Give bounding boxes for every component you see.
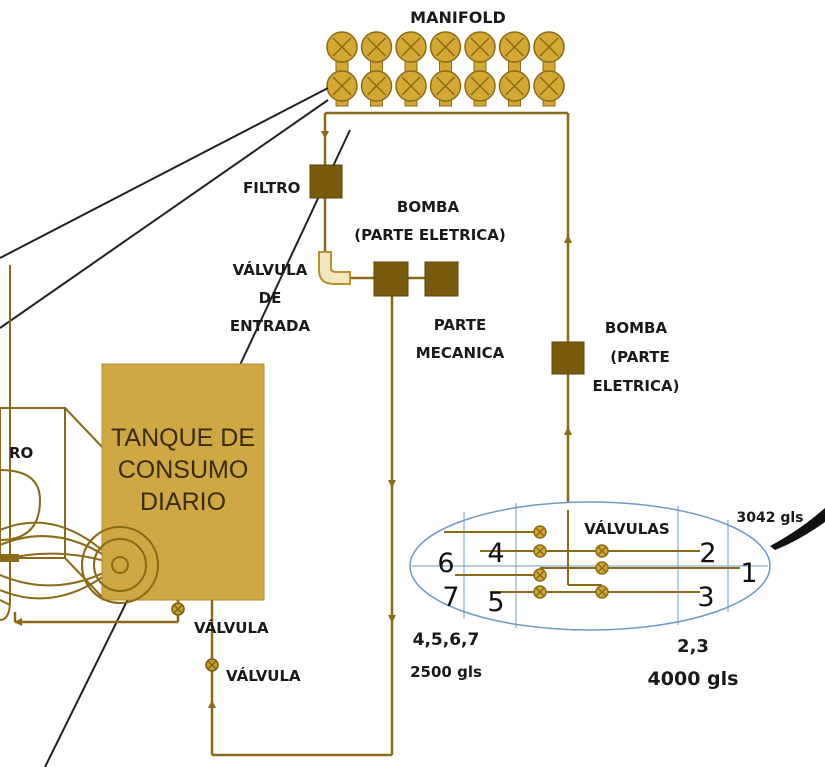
- left-unit-edge: [64, 407, 106, 451]
- tank-number-4: 4: [487, 538, 504, 569]
- group-right-ids: 2,3: [677, 636, 709, 657]
- manifold-valve-icon: [533, 544, 547, 558]
- group-left-capacity: 2500 gls: [410, 663, 482, 681]
- pump-mechanical-box: [424, 261, 459, 297]
- valve-label-1: VÁLVULA: [194, 618, 269, 637]
- flow-arrow-up: [564, 235, 572, 243]
- manifold-valve-icon: [464, 31, 496, 63]
- manifold-valve-row-top: [326, 31, 565, 79]
- tank-group-grid: [412, 503, 768, 628]
- tank-number-2: 2: [699, 538, 716, 569]
- left-partial-label: RO: [9, 444, 33, 462]
- leader-brush-stroke: [770, 508, 825, 550]
- tank-group-pipes: [444, 510, 740, 593]
- leader-line: [0, 99, 329, 329]
- manifold-valve-icon: [429, 31, 462, 63]
- manifold-valve-icon: [360, 31, 393, 63]
- manifold-valve-row-bottom: [326, 70, 565, 107]
- flow-arrow-up: [208, 700, 216, 708]
- manifold-valve-icon: [595, 561, 609, 575]
- cutout-border: [0, 265, 11, 621]
- tank-number-7: 7: [442, 582, 459, 613]
- pipes: [13, 113, 570, 757]
- inlet-valve-label-2: DE: [259, 289, 282, 307]
- pump-top-label-1: BOMBA: [397, 198, 460, 216]
- left-coil: [0, 469, 42, 541]
- tank-number-3: 3: [697, 582, 714, 613]
- tank-label-line-3: DIARIO: [140, 488, 226, 516]
- manifold-valve-icon: [326, 70, 358, 102]
- manifold-valve-icon: [498, 70, 531, 102]
- manifold-valve-icon: [533, 585, 547, 599]
- tank-label-line-2: CONSUMO: [118, 456, 249, 484]
- tank-valves: [171, 600, 219, 672]
- inlet-valve-label-1: VÁLVULA: [233, 260, 308, 279]
- tank-label-line-1: TANQUE DE: [111, 424, 255, 452]
- mechanical-label-1: PARTE: [434, 316, 487, 334]
- pump-top-label-2: (PARTE ELETRICA): [354, 226, 506, 244]
- filter-box: [309, 164, 343, 199]
- capacity-3042-label: 3042 gls: [737, 510, 804, 526]
- manifold-valve-icon: [595, 544, 609, 558]
- inlet-valve-label-3: ENTRADA: [230, 317, 311, 335]
- manifold-label: MANIFOLD: [410, 8, 506, 27]
- left-unit-box: [0, 407, 66, 559]
- manifold-valve-icon: [595, 585, 609, 599]
- tank-flange: [81, 526, 159, 604]
- pump-right-box: [551, 341, 585, 375]
- tank-number-6: 6: [437, 548, 454, 579]
- valve-label-2: VÁLVULA: [226, 666, 301, 685]
- manifold-valve-icon: [533, 525, 547, 539]
- flow-arrow-down: [321, 131, 329, 139]
- manifold-valve-icon: [360, 70, 393, 102]
- leader-line: [44, 594, 131, 767]
- leader-line: [0, 87, 329, 259]
- pump-electric-box: [373, 261, 409, 297]
- manifold-valve-icon: [395, 31, 427, 63]
- pump-right-label-3: ELETRICA): [593, 377, 680, 395]
- flow-arrow-up: [564, 427, 572, 435]
- flow-arrow-down: [388, 615, 396, 623]
- daily-tank: [101, 363, 265, 601]
- manifold-valve-icon: [498, 31, 531, 63]
- manifold: [325, 31, 568, 115]
- group-right-capacity: 4000 gls: [648, 668, 739, 690]
- filter-label: FILTRO: [243, 179, 300, 197]
- flow-arrow-down: [388, 480, 396, 488]
- manifold-valve-icon: [326, 31, 358, 63]
- tank-group-valves: [533, 525, 609, 599]
- pump-right-label-1: BOMBA: [605, 319, 668, 337]
- tank-group: [409, 501, 771, 631]
- pump-right-label-2: (PARTE: [610, 348, 669, 366]
- manifold-valve-icon: [533, 31, 565, 63]
- flow-arrows: [14, 131, 572, 708]
- manifold-valve-icon: [464, 70, 496, 102]
- flow-arrow-left: [14, 618, 22, 626]
- group-left-ids: 4,5,6,7: [413, 630, 480, 650]
- tank-number-1: 1: [740, 558, 757, 589]
- manifold-valve-icon: [429, 70, 462, 102]
- left-stub-bar: [0, 554, 19, 562]
- left-stub: [0, 599, 11, 606]
- manifold-valve-icon: [395, 70, 427, 102]
- manifold-valve-icon: [533, 568, 547, 582]
- tank-number-5: 5: [487, 587, 504, 618]
- inlet-valve-elbow: [318, 251, 351, 285]
- mechanical-label-2: MECANICA: [416, 344, 505, 362]
- manifold-valve-icon: [533, 70, 565, 102]
- valves-label: VÁLVULAS: [584, 519, 669, 538]
